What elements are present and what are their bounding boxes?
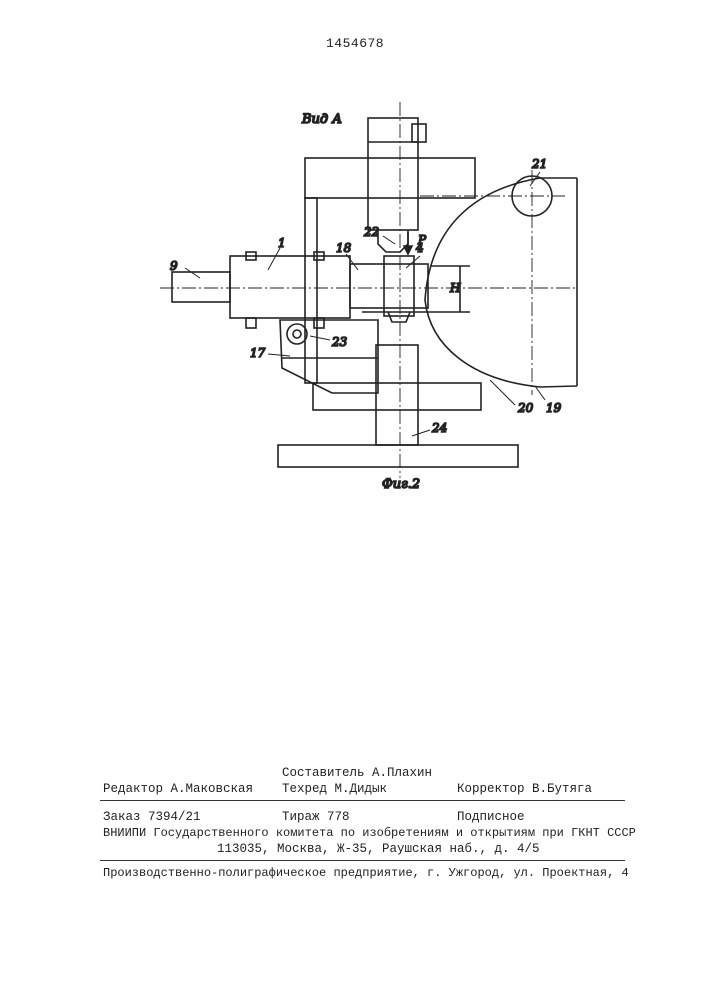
subscription: Подписное — [457, 810, 525, 824]
shaft-9 — [172, 272, 230, 302]
base-plate — [278, 445, 518, 467]
circulation: Тираж 778 — [282, 810, 350, 824]
callout-24: 24 — [431, 421, 447, 435]
lower-support — [313, 383, 481, 410]
techred: Техред М.Дидык — [282, 782, 387, 796]
compiler: Составитель А.Плахин — [282, 766, 432, 780]
callout-19: 19 — [546, 401, 562, 415]
callout-9: 9 — [170, 259, 178, 273]
printer: Производственно-полиграфическое предприя… — [103, 866, 629, 880]
corrector: Корректор В.Бутяга — [457, 782, 592, 796]
divider — [100, 860, 625, 861]
force-label: P — [417, 233, 427, 247]
callout-17: 17 — [250, 346, 266, 360]
upper-column — [368, 118, 418, 230]
frame-top — [305, 158, 475, 198]
editor: Редактор А.Маковская — [103, 782, 253, 796]
technical-drawing: Вид А 1 4 9 17 18 19 20 21 22 23 24 P H … — [0, 0, 707, 520]
clamp-18 — [350, 264, 428, 308]
divider — [100, 800, 625, 801]
callout-18: 18 — [336, 241, 352, 255]
callout-21: 21 — [531, 157, 547, 171]
callout-22: 22 — [363, 225, 379, 239]
callout-1: 1 — [278, 236, 286, 250]
callout-20: 20 — [517, 401, 534, 415]
callout-23: 23 — [331, 335, 348, 349]
dimension-label: H — [449, 281, 461, 295]
lower-column — [376, 345, 418, 445]
view-label: Вид А — [301, 112, 342, 127]
band-20 — [425, 178, 577, 387]
order-number: Заказ 7394/21 — [103, 810, 201, 824]
address: 113035, Москва, Ж-35, Раушская наб., д. … — [217, 842, 540, 856]
arm-1 — [230, 256, 350, 318]
figure-caption: Фиг.2 — [382, 477, 420, 492]
organization: ВНИИПИ Государственного комитета по изоб… — [103, 826, 636, 840]
